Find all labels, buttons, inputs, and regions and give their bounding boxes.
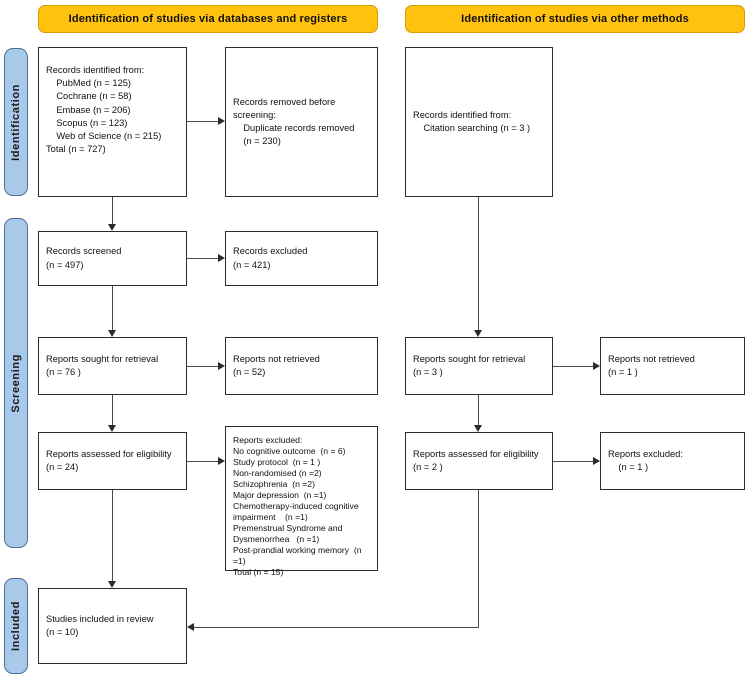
arrowhead-sought-to-not-retrieved-right	[593, 362, 600, 370]
box-records-screened-text: Records screened (n = 497)	[46, 246, 122, 270]
arrowhead-right-to-included	[187, 623, 194, 631]
connector-sought-to-not-retrieved-right	[553, 366, 593, 368]
connector-assessed-to-excluded-right	[553, 461, 593, 463]
box-records-identified-databases-text: Records identified from: PubMed (n = 125…	[46, 65, 162, 155]
arrowhead-identified-to-sought-right	[474, 330, 482, 337]
arrowhead-assessed-to-excluded-right	[593, 457, 600, 465]
arrowhead-sought-to-assessed-right	[474, 425, 482, 432]
box-reports-sought-right: Reports sought for retrieval (n = 3 )	[405, 337, 553, 395]
connector-right-elbow-horizontal	[194, 627, 479, 629]
connector-assessed-to-included	[112, 490, 114, 581]
phase-label-included: Included	[4, 578, 28, 674]
box-reports-not-retrieved-left: Reports not retrieved (n = 52)	[225, 337, 378, 395]
box-reports-assessed-left: Reports assessed for eligibility (n = 24…	[38, 432, 187, 490]
box-records-identified-databases: Records identified from: PubMed (n = 125…	[38, 47, 187, 197]
arrowhead-sought-to-not-retrieved-left	[218, 362, 225, 370]
box-reports-assessed-left-text: Reports assessed for eligibility (n = 24…	[46, 448, 172, 472]
box-reports-not-retrieved-left-text: Reports not retrieved (n = 52)	[233, 353, 320, 377]
box-reports-sought-right-text: Reports sought for retrieval (n = 3 )	[413, 353, 526, 377]
box-studies-included-text: Studies included in review (n = 10)	[46, 613, 154, 637]
header-other-methods: Identification of studies via other meth…	[405, 5, 745, 33]
arrowhead-identified-to-removed	[218, 117, 225, 125]
box-records-excluded: Records excluded (n = 421)	[225, 231, 378, 286]
box-reports-assessed-right: Reports assessed for eligibility (n = 2 …	[405, 432, 553, 490]
box-reports-excluded-right-text: Reports excluded: (n = 1 )	[608, 448, 683, 472]
arrowhead-identified-to-screened	[108, 224, 116, 231]
arrowhead-sought-to-assessed-left	[108, 425, 116, 432]
box-records-removed-before-screening: Records removed before screening: Duplic…	[225, 47, 378, 197]
box-reports-excluded-left: Reports excluded: No cognitive outcome (…	[225, 426, 378, 577]
box-records-identified-other-methods-text: Records identified from: Citation search…	[413, 109, 531, 133]
box-reports-sought-left-text: Reports sought for retrieval (n = 76 )	[46, 353, 159, 377]
box-records-identified-other-methods: Records identified from: Citation search…	[405, 47, 553, 197]
phase-label-identification: Identification	[4, 48, 28, 196]
arrowhead-assessed-to-included	[108, 581, 116, 588]
box-reports-not-retrieved-right: Reports not retrieved (n = 1 )	[600, 337, 745, 395]
connector-screened-to-sought	[112, 286, 114, 330]
phase-label-screening: Screening	[4, 218, 28, 548]
box-records-screened: Records screened (n = 497)	[38, 231, 187, 286]
connector-screened-to-excluded	[187, 258, 218, 260]
connector-sought-to-assessed-right	[478, 395, 480, 425]
connector-sought-to-assessed-left	[112, 395, 114, 425]
box-records-excluded-text: Records excluded (n = 421)	[233, 246, 308, 270]
phase-label-included-text: Included	[10, 600, 22, 652]
connector-identified-to-removed	[187, 121, 218, 123]
phase-label-screening-text: Screening	[10, 353, 22, 413]
connector-right-elbow-vertical	[478, 490, 480, 628]
arrowhead-screened-to-excluded	[218, 254, 225, 262]
box-reports-not-retrieved-right-text: Reports not retrieved (n = 1 )	[608, 353, 695, 377]
box-records-removed-before-screening-text: Records removed before screening: Duplic…	[233, 96, 355, 147]
header-databases-registers: Identification of studies via databases …	[38, 5, 378, 33]
box-reports-assessed-right-text: Reports assessed for eligibility (n = 2 …	[413, 448, 539, 472]
connector-assessed-to-excluded-left	[187, 461, 218, 463]
arrowhead-assessed-to-excluded-left	[218, 457, 225, 465]
box-studies-included: Studies included in review (n = 10)	[38, 588, 187, 664]
connector-identified-to-sought-right	[478, 197, 480, 330]
connector-identified-to-screened	[112, 197, 114, 224]
phase-label-identification-text: Identification	[10, 83, 22, 161]
box-reports-excluded-right: Reports excluded: (n = 1 )	[600, 432, 745, 490]
box-reports-excluded-left-text: Reports excluded: No cognitive outcome (…	[233, 435, 362, 578]
header-databases-registers-text: Identification of studies via databases …	[68, 13, 348, 25]
box-reports-sought-left: Reports sought for retrieval (n = 76 )	[38, 337, 187, 395]
connector-sought-to-not-retrieved-left	[187, 366, 218, 368]
header-other-methods-text: Identification of studies via other meth…	[461, 13, 689, 25]
arrowhead-screened-to-sought	[108, 330, 116, 337]
